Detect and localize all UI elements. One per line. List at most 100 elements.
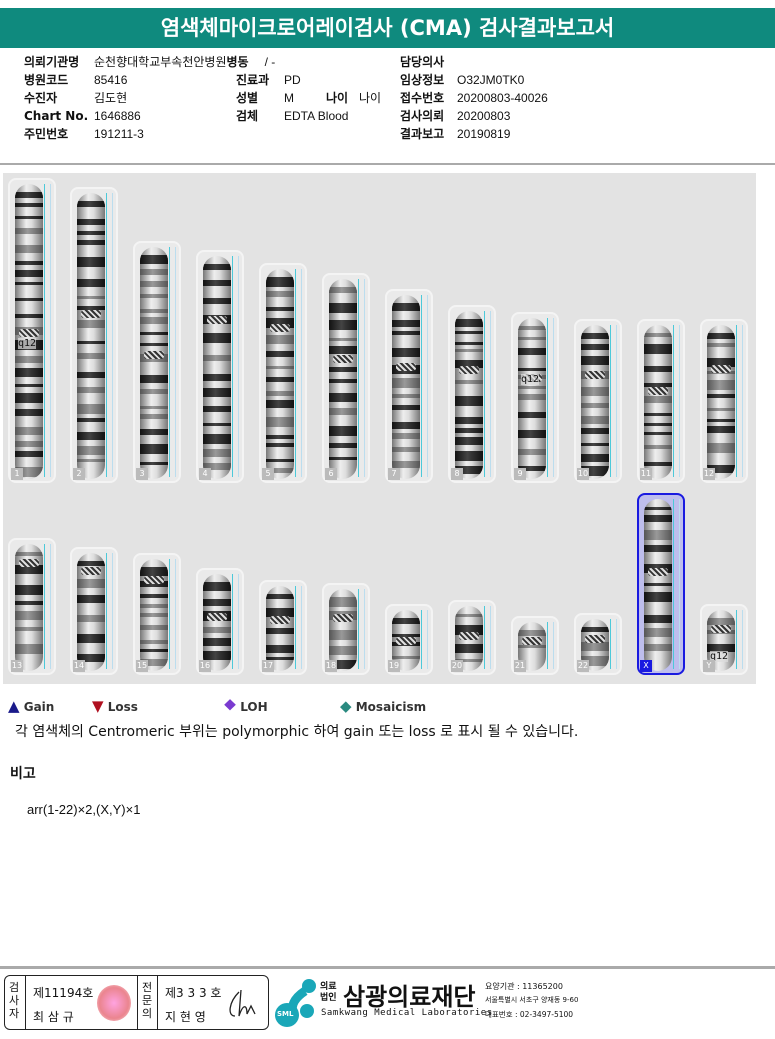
- chromosome-ideogram: [266, 586, 294, 671]
- chromosome-3[interactable]: 3: [133, 241, 181, 483]
- dept-value: PD: [284, 73, 301, 87]
- chromosome-number: 22: [577, 660, 589, 672]
- chromosome-4[interactable]: 4: [196, 250, 244, 483]
- chromosome-13[interactable]: 13: [8, 538, 56, 675]
- org-address: 서울특별시 서초구 양재동 9-60: [485, 996, 579, 1004]
- centromere: [19, 559, 39, 568]
- chromosome-number: 20: [451, 660, 463, 672]
- chromosome-number: 4: [199, 468, 211, 480]
- chromosome-21[interactable]: 21: [511, 616, 559, 675]
- legend-label: LOH: [240, 700, 268, 714]
- chromosome-14[interactable]: 14: [70, 547, 118, 675]
- label: 의뢰기관명: [24, 55, 80, 69]
- centromere: [648, 386, 668, 395]
- label: 성별: [236, 91, 259, 105]
- specimen-value: EDTA Blood: [284, 109, 349, 123]
- chromosome-ideogram: [77, 193, 105, 479]
- chromosome-ideogram: [707, 325, 735, 479]
- label: 수진자: [24, 91, 58, 105]
- chromosome-7[interactable]: 7: [385, 289, 433, 483]
- label: 병동: [226, 55, 249, 69]
- chromosome-number: 3: [136, 468, 148, 480]
- chromosome-18[interactable]: 18: [322, 583, 370, 675]
- chromosome-number: 16: [199, 660, 211, 672]
- divider: [0, 966, 775, 969]
- chromosome-11[interactable]: 11: [637, 319, 685, 483]
- specialist-label: 전문의: [141, 981, 153, 1020]
- chromosome-10[interactable]: 10: [574, 319, 622, 483]
- centromere: [270, 323, 290, 332]
- centromere: [333, 355, 353, 363]
- chromosome-number: 5: [262, 468, 274, 480]
- chromosome-9[interactable]: q12 9: [511, 312, 559, 483]
- centromere-note: 각 염색체의 Centromeric 부위는 polymorphic 하여 ga…: [15, 724, 579, 740]
- clinical-value: O32JM0TK0: [457, 73, 525, 87]
- report-date: 20190819: [457, 127, 511, 141]
- chromosome-number: 2: [73, 468, 85, 480]
- legend-gain-icon: ▲: [8, 697, 20, 715]
- chromosome-number: 11: [640, 468, 652, 480]
- legend-label: Loss: [107, 700, 138, 714]
- label: 주민번호: [24, 127, 69, 141]
- chart-no: 1646886: [94, 109, 141, 123]
- band-label: q12: [18, 338, 37, 349]
- label: 나이: [326, 91, 349, 105]
- chromosome-number: 19: [388, 660, 400, 672]
- chromosome-20[interactable]: 20: [448, 600, 496, 675]
- chromosome-ideogram: [644, 499, 672, 671]
- chromosome-X[interactable]: X: [637, 493, 685, 675]
- examiner-no: 제11194호: [33, 986, 94, 1000]
- request-date: 20200803: [457, 109, 511, 123]
- chromosome-ideogram: [203, 574, 231, 671]
- chromosome-ideogram: [329, 589, 357, 671]
- legend-loh-icon: ⯁: [224, 697, 237, 715]
- band-label: q12: [710, 651, 729, 662]
- centromere: [396, 363, 416, 372]
- chromosome-number: 9: [514, 468, 526, 480]
- chromosome-17[interactable]: 17: [259, 580, 307, 675]
- label: 결과보고: [400, 127, 445, 141]
- chromosome-number: 15: [136, 660, 148, 672]
- legend-loss: ▼ Loss: [92, 697, 138, 715]
- chromosome-number: 1: [11, 468, 23, 480]
- band-label: q12: [521, 374, 540, 385]
- chromosome-ideogram: [644, 325, 672, 479]
- org-prefix: 의료법인: [320, 982, 337, 1003]
- chromosome-22[interactable]: 22: [574, 613, 622, 675]
- chromosome-19[interactable]: 19: [385, 604, 433, 675]
- label: 검사의뢰: [400, 109, 445, 123]
- legend-label: Gain: [23, 700, 55, 714]
- signature-icon: [229, 989, 256, 1017]
- sex-value: M: [284, 91, 294, 105]
- chromosome-12[interactable]: 12: [700, 319, 748, 483]
- centromere: [585, 634, 605, 643]
- chromosome-15[interactable]: 15: [133, 553, 181, 675]
- institution-value: 순천향대학교부속천안병원: [94, 55, 227, 69]
- age-value: 나이: [359, 91, 382, 105]
- label: 진료과: [236, 73, 270, 87]
- chromosome-6[interactable]: 6: [322, 273, 370, 483]
- chromosome-ideogram: [392, 295, 420, 479]
- chromosome-ideogram: [329, 279, 357, 479]
- centromere: [711, 365, 731, 374]
- centromere: [81, 567, 101, 576]
- chromosome-1[interactable]: q12 1: [8, 178, 56, 483]
- legend-loh: ⯁ LOH: [224, 697, 268, 715]
- signature-box: 검사자 제11194호 최 삼 규 전문의 제3 3 3 호 지 현 영: [4, 975, 269, 1030]
- chromosome-5[interactable]: 5: [259, 263, 307, 483]
- chromosome-number: 7: [388, 468, 400, 480]
- chromosome-2[interactable]: 2: [70, 187, 118, 483]
- centromere: [648, 567, 668, 576]
- centromere: [81, 310, 101, 319]
- chromosome-number: 18: [325, 660, 337, 672]
- chromosome-16[interactable]: 16: [196, 568, 244, 675]
- chromosome-8[interactable]: 8: [448, 305, 496, 483]
- label: 검체: [236, 109, 259, 123]
- ward-value: / -: [264, 55, 276, 69]
- seal-icon: [97, 985, 131, 1021]
- label: Chart No.: [24, 109, 89, 123]
